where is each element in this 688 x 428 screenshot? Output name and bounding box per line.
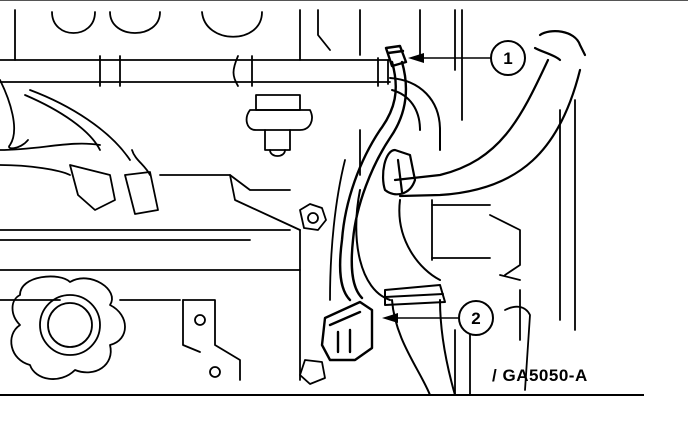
radiator-hose — [381, 30, 587, 198]
lower-hose — [355, 189, 456, 396]
callout-2-number: 2 — [471, 309, 480, 328]
callout-leaders — [394, 57, 491, 319]
callout-arrowheads — [382, 53, 424, 323]
callout-1-number: 1 — [503, 49, 512, 68]
upper-hose-bend — [389, 77, 441, 151]
figure-id-label: / GA5050-A — [492, 366, 588, 386]
callout-circles — [458, 40, 526, 336]
engine-block-outline — [0, 9, 576, 396]
figure-id-prefix: / — [492, 366, 498, 385]
bottom-rule — [0, 394, 644, 396]
top-border — [0, 0, 688, 1]
figure-id-code: GA5050-A — [502, 366, 588, 385]
sensor-wire-harness — [320, 44, 408, 362]
